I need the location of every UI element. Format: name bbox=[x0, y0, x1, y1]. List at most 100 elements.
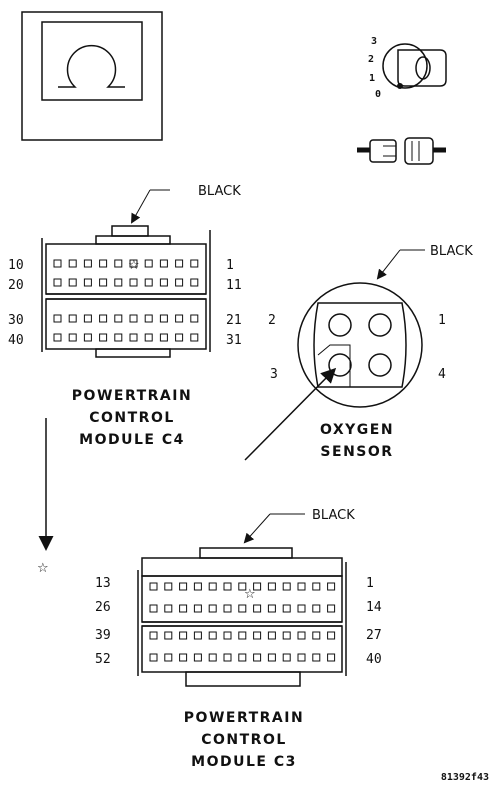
pin-cavity bbox=[53, 278, 62, 287]
pin-cavity bbox=[208, 604, 217, 613]
pin-cavity bbox=[190, 259, 199, 268]
pin-cavity bbox=[238, 631, 247, 640]
pin-cavity bbox=[208, 582, 217, 591]
pin-cavity bbox=[179, 631, 188, 640]
pin-cavity bbox=[223, 653, 232, 662]
pin-cavity bbox=[83, 333, 92, 342]
pin-cavity bbox=[327, 653, 336, 662]
pin-cavity bbox=[164, 653, 173, 662]
pin-cavity bbox=[238, 604, 247, 613]
pin-cavity bbox=[253, 582, 262, 591]
pin-cavity bbox=[149, 582, 158, 591]
key-position-2: 2 bbox=[368, 54, 374, 65]
pin-cavity bbox=[114, 259, 123, 268]
pin-cavity bbox=[53, 314, 62, 323]
ignition-key-icon: 3 2 1 0 bbox=[368, 36, 447, 100]
pcm-c4-title-line-3: MODULE C4 bbox=[79, 432, 185, 448]
pin-cavity bbox=[253, 653, 262, 662]
pin-cavity bbox=[164, 582, 173, 591]
pin-cavity bbox=[68, 259, 77, 268]
star-marker-c3: ☆ bbox=[244, 587, 256, 602]
pin-cavity bbox=[267, 582, 276, 591]
pin-cavity bbox=[175, 333, 184, 342]
pin-cavity bbox=[159, 314, 168, 323]
pcm-c4-connector: BLACK ☆ 10 20 30 40 1 11 21 31 POWERTRAI… bbox=[8, 184, 242, 448]
pin-cavity bbox=[327, 582, 336, 591]
pin-cavity bbox=[193, 604, 202, 613]
pin-cavity bbox=[99, 314, 108, 323]
pin-cavity bbox=[267, 604, 276, 613]
pin-cavity bbox=[83, 278, 92, 287]
pin-cavity bbox=[159, 259, 168, 268]
pin-cavity bbox=[159, 333, 168, 342]
pcm-c4-pin-30: 30 bbox=[8, 313, 24, 328]
pin-cavity bbox=[53, 259, 62, 268]
pin-cavity bbox=[253, 631, 262, 640]
pin-cavity bbox=[327, 604, 336, 613]
pin-cavity bbox=[164, 604, 173, 613]
pcm-c4-color-label: BLACK bbox=[198, 184, 241, 199]
pin-cavity bbox=[114, 333, 123, 342]
o2-pin-1: 1 bbox=[438, 313, 446, 328]
pin-cavity bbox=[179, 582, 188, 591]
pin-cavity bbox=[179, 604, 188, 613]
pcm-c4-pin-21: 21 bbox=[226, 313, 242, 328]
pcm-c3-pin-14: 14 bbox=[366, 600, 382, 615]
pin-cavity bbox=[312, 604, 321, 613]
pcm-c4-pin-10: 10 bbox=[8, 258, 24, 273]
pin-cavity bbox=[129, 314, 138, 323]
disconnect-connector-icon bbox=[357, 137, 446, 165]
pin-cavity bbox=[190, 333, 199, 342]
pin-cavity bbox=[297, 604, 306, 613]
pin-cavity bbox=[53, 333, 62, 342]
pcm-c4-pin-20: 20 bbox=[8, 278, 24, 293]
pin-cavity bbox=[208, 653, 217, 662]
pin-cavity bbox=[149, 604, 158, 613]
pcm-c3-pin-52: 52 bbox=[95, 652, 111, 667]
o2-pin-2: 2 bbox=[268, 313, 276, 328]
pin-cavity bbox=[282, 604, 291, 613]
pcm-c4-title-line-1: POWERTRAIN bbox=[72, 388, 192, 404]
pin-cavity bbox=[238, 582, 247, 591]
pcm-c3-pin-27: 27 bbox=[366, 628, 382, 643]
pin-cavity bbox=[267, 631, 276, 640]
pcm-c3-pin-cavities bbox=[149, 582, 336, 662]
pin-cavity bbox=[83, 314, 92, 323]
pin-cavity bbox=[282, 653, 291, 662]
pin-cavity bbox=[68, 314, 77, 323]
pin-cavity bbox=[99, 333, 108, 342]
pin-cavity bbox=[190, 314, 199, 323]
pin-cavity bbox=[164, 631, 173, 640]
pin-cavity bbox=[190, 278, 199, 287]
pin-cavity bbox=[149, 631, 158, 640]
pin-cavity bbox=[297, 653, 306, 662]
pcm-c3-pin-13: 13 bbox=[95, 576, 111, 591]
o2-title-line-2: SENSOR bbox=[320, 444, 393, 460]
o2-title-line-1: OXYGEN bbox=[320, 422, 394, 438]
pin-cavity bbox=[267, 653, 276, 662]
pcm-c3-pin-1: 1 bbox=[366, 576, 374, 591]
pin-cavity bbox=[129, 278, 138, 287]
key-position-3: 3 bbox=[371, 36, 377, 47]
pcm-c3-pin-40: 40 bbox=[366, 652, 382, 667]
pcm-c4-pin-40: 40 bbox=[8, 333, 24, 348]
key-position-1: 1 bbox=[369, 73, 375, 84]
pin-cavity bbox=[312, 582, 321, 591]
pin-cavity bbox=[193, 653, 202, 662]
pin-cavity bbox=[68, 333, 77, 342]
black-arrow-o2 bbox=[376, 249, 401, 280]
pin-cavity bbox=[129, 259, 138, 268]
pin-cavity bbox=[68, 278, 77, 287]
pcm-c4-pin-1: 1 bbox=[226, 258, 234, 273]
pin-cavity bbox=[208, 631, 217, 640]
pin-cavity bbox=[193, 631, 202, 640]
pin-cavity bbox=[159, 278, 168, 287]
o2-pin-3-arrow bbox=[244, 367, 337, 461]
key-position-0: 0 bbox=[375, 89, 381, 100]
pin-cavity bbox=[223, 631, 232, 640]
pcm-c4-pin-31: 31 bbox=[226, 333, 242, 348]
pin-cavity bbox=[99, 278, 108, 287]
ohmmeter-icon bbox=[21, 11, 163, 141]
star-marker-c4: ☆ bbox=[128, 258, 140, 273]
pcm-c3-title-line-1: POWERTRAIN bbox=[184, 710, 304, 726]
